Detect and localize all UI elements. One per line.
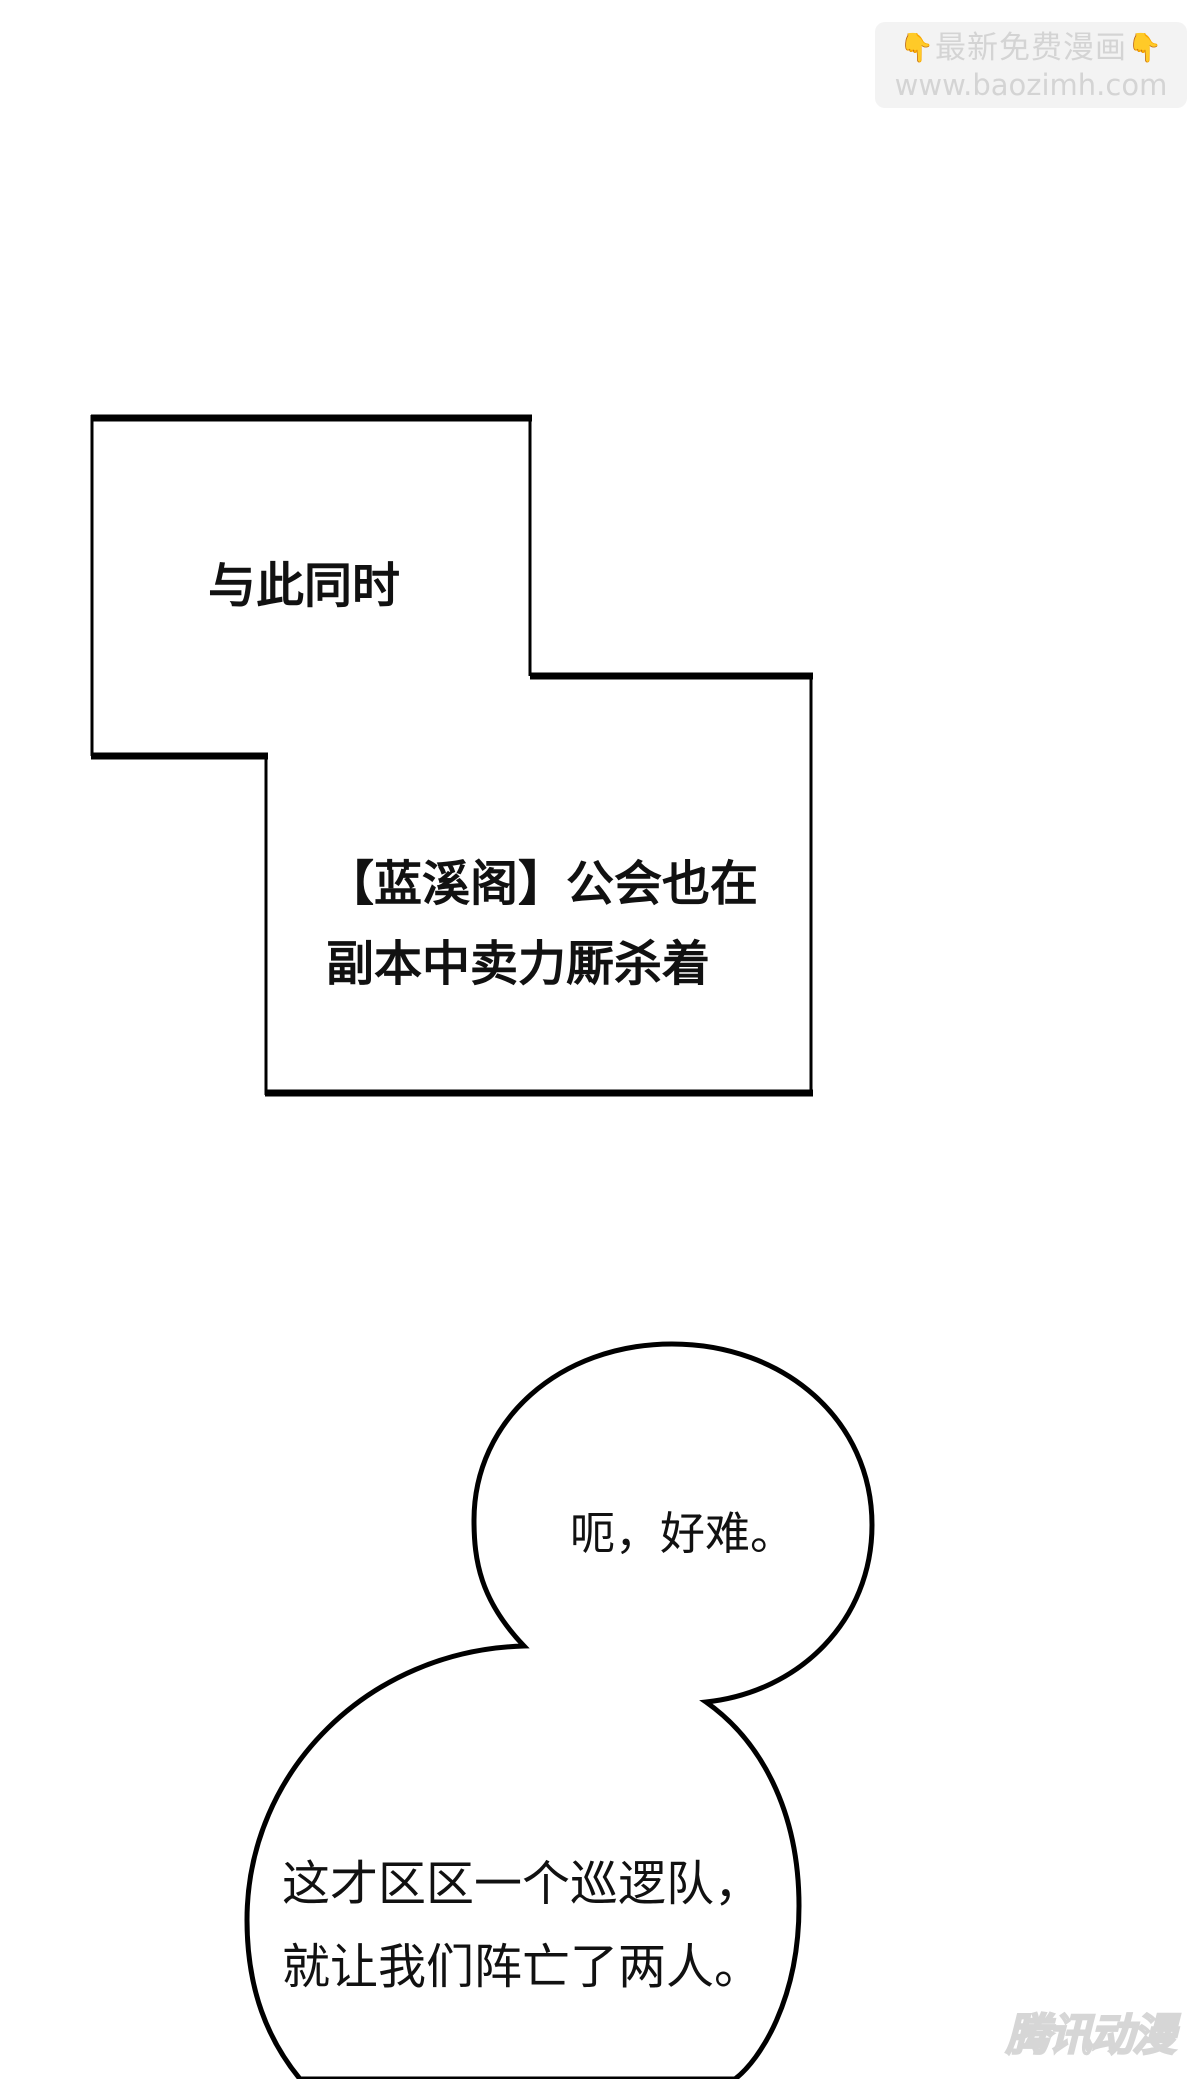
pointing-down-hand-icon: 👇 bbox=[1127, 31, 1163, 64]
speech-bubbles-outline bbox=[244, 1341, 875, 2079]
pointing-down-hand-icon: 👇 bbox=[899, 31, 935, 64]
watermark-banner: 👇最新免费漫画👇 www.baozimh.com bbox=[875, 22, 1187, 108]
publisher-logo: 腾讯动漫 bbox=[1005, 2009, 1177, 2062]
speech-bubble-bottom-line-1: 这才区区一个巡逻队， bbox=[282, 1856, 763, 1912]
speech-bubble-top-text: 呃，好难。 bbox=[570, 1507, 796, 1560]
watermark-title: 最新免费漫画 bbox=[935, 30, 1127, 66]
speech-bubble-bottom-line-2: 就让我们阵亡了两人。 bbox=[282, 1939, 763, 1995]
caption-box-outline bbox=[90, 414, 813, 1097]
caption-meanwhile: 与此同时 bbox=[208, 558, 401, 614]
watermark-url: www.baozimh.com bbox=[894, 68, 1168, 102]
caption-guild-line-1: 【蓝溪阁】公会也在 bbox=[326, 856, 759, 912]
caption-guild-line-2: 副本中卖力厮杀着 bbox=[326, 936, 711, 992]
